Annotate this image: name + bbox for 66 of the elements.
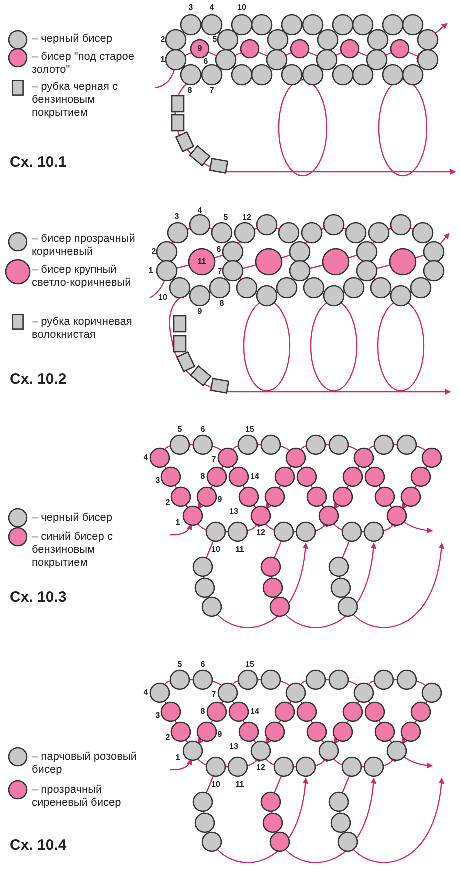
callout-number: 2 (160, 36, 166, 44)
legend-label: – бисер "под старое золото" (32, 51, 136, 77)
legend-label: – бисер прозрачный коричневый (32, 233, 136, 259)
callout-number: 9 (198, 45, 202, 53)
legend-label: – рубка коричневая волокнистая (32, 316, 134, 342)
legend-label: – черный бисер (32, 33, 114, 46)
callout-number: 5 (178, 426, 182, 434)
legend-label: – рубка черная с бензиновым покрытием (32, 81, 119, 120)
callout-number: 2 (152, 248, 156, 256)
callout-number: 12 (242, 214, 252, 222)
callout-number: 5 (212, 36, 218, 44)
callout-number: 9 (198, 308, 202, 316)
callout-number: 11 (236, 546, 244, 554)
callout-number: 9 (218, 496, 222, 504)
callout-number: 6 (204, 58, 208, 66)
callout-number: 10 (212, 546, 220, 554)
callout-number: 10 (212, 781, 220, 789)
figure-caption: Сх. 10.4 (10, 838, 67, 853)
callout-number: 4 (198, 207, 202, 215)
callout-number: 1 (160, 56, 166, 64)
callout-number: 1 (176, 519, 180, 527)
callout-number: 11 (236, 781, 244, 789)
callout-number: 3 (156, 712, 160, 720)
callout-number: 15 (246, 661, 254, 669)
callout-number: 5 (178, 661, 182, 669)
callout-number: 1 (148, 267, 154, 275)
callout-number: 9 (218, 731, 222, 739)
callout-number: 3 (188, 4, 194, 12)
legend-label: – прозрачный сиреневый бисер (32, 784, 122, 810)
callout-number: 12 (256, 529, 266, 537)
callout-number: 6 (200, 661, 206, 669)
callout-number: 7 (212, 456, 216, 464)
legend-label: – синий бисер с бензиновым покрытием (32, 531, 114, 570)
callout-number: 8 (200, 708, 206, 716)
callout-number: 12 (256, 764, 266, 772)
figure-caption: Сх. 10.1 (10, 155, 67, 170)
callout-number: 7 (210, 87, 214, 95)
callout-number: 5 (224, 214, 228, 222)
legend-label: – черный бисер (32, 512, 114, 525)
callout-number: 13 (230, 508, 238, 516)
callout-number: 3 (174, 213, 180, 221)
callout-number: 6 (200, 426, 206, 434)
figure-caption: Сх. 10.2 (10, 372, 67, 387)
legend-label: – парчовый розовый бисер (32, 751, 138, 777)
callout-number: 1 (176, 754, 180, 762)
callout-number: 2 (166, 734, 170, 742)
callout-number: 6 (216, 246, 222, 254)
figure-caption: Сх. 10.3 (10, 590, 67, 605)
callout-number: 4 (210, 4, 214, 12)
callout-number: 8 (220, 300, 224, 308)
callout-number: 7 (218, 268, 222, 276)
legend-label: – бисер крупный светло-коричневый (32, 264, 132, 290)
callout-number: 13 (230, 743, 238, 751)
callout-number: 10 (158, 294, 168, 302)
callout-number: 11 (198, 258, 206, 266)
callout-number: 7 (212, 691, 216, 699)
callout-number: 2 (166, 499, 170, 507)
callout-number: 8 (188, 87, 192, 95)
callout-number: 14 (250, 708, 260, 716)
callout-number: 4 (144, 689, 148, 697)
callout-number: 4 (144, 454, 148, 462)
callout-number: 3 (156, 477, 160, 485)
callout-number: 14 (250, 473, 260, 481)
callout-number: 15 (246, 426, 254, 434)
callout-number: 10 (238, 4, 246, 12)
callout-number: 8 (200, 473, 206, 481)
